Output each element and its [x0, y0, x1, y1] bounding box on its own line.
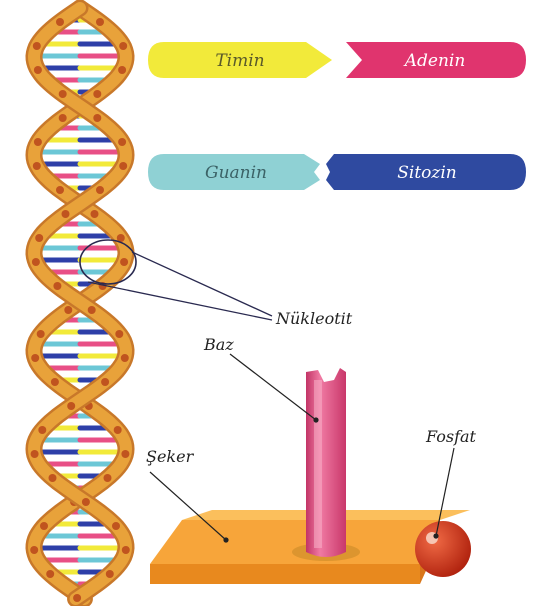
helix-backbone-node: [62, 210, 70, 218]
helix-backbone-node: [33, 42, 41, 50]
helix-backbone-node: [34, 66, 42, 74]
base-label: Baz: [203, 335, 234, 354]
base-callout: Baz: [203, 335, 319, 423]
sugar-pointer-dot: [223, 537, 228, 542]
helix-backbone-node: [73, 594, 81, 602]
helix-backbone-node: [120, 258, 128, 266]
sugar-label: Şeker: [146, 447, 195, 466]
sitozin-label: Sitozin: [397, 163, 457, 183]
helix-backbone-node: [59, 90, 67, 98]
helix-backbone-node: [118, 66, 126, 74]
helix-backbone-node: [40, 522, 48, 530]
helix-backbone-node: [96, 186, 104, 194]
base-pair-timin-adenin: Timin Adenin: [148, 42, 526, 78]
phosphate-label: Fosfat: [425, 427, 477, 446]
phosphate-pointer-dot: [433, 533, 438, 538]
helix-backbone-node: [96, 18, 104, 26]
helix-backbone-node: [56, 186, 64, 194]
helix-backbone-node: [49, 474, 57, 482]
helix-backbone-node: [119, 42, 127, 50]
helix-backbone-node: [91, 210, 99, 218]
helix-backbone-node: [104, 474, 112, 482]
phosphate-ball: [415, 521, 471, 577]
helix-backbone-node: [33, 162, 41, 170]
helix-backbone-node: [51, 378, 59, 386]
helix-backbone-node: [114, 426, 122, 434]
helix-backbone-node: [88, 306, 96, 314]
helix-backbone-node: [31, 354, 39, 362]
nucleotide-label: Nükleotit: [275, 309, 353, 328]
helix-backbone-node: [101, 378, 109, 386]
nucleotide-leader-line-upper: [132, 252, 272, 316]
adenin-label: Adenin: [403, 51, 466, 71]
helix-backbone-node: [115, 330, 123, 338]
base-pair-guanin-sitozin: Guanin Sitozin: [148, 154, 526, 190]
helix-backbone-node: [53, 282, 61, 290]
helix-backbone-node: [31, 450, 39, 458]
helix-backbone-node: [34, 138, 42, 146]
helix-backbone-node: [32, 258, 40, 266]
timin-label: Timin: [215, 51, 264, 71]
helix-backbone-node: [121, 450, 129, 458]
helix-backbone-node: [93, 114, 101, 122]
helix-backbone-node: [106, 570, 114, 578]
base-pointer-dot: [313, 417, 318, 422]
guanin-label: Guanin: [205, 163, 267, 183]
helix-backbone-node: [46, 570, 54, 578]
helix-backbone-node: [112, 522, 120, 530]
helix-backbone-node: [38, 426, 46, 434]
nucleotide-leader-line-lower: [88, 282, 272, 320]
helix-backbone-node: [93, 90, 101, 98]
helix-backbone-node: [64, 306, 72, 314]
helix-backbone-node: [30, 546, 38, 554]
helix-backbone-node: [119, 162, 127, 170]
helix-backbone-node: [37, 330, 45, 338]
helix-backbone-node: [67, 402, 75, 410]
dna-double-helix: [30, 8, 130, 602]
helix-backbone-node: [82, 498, 90, 506]
helix-backbone-node: [118, 138, 126, 146]
helix-backbone-node: [121, 354, 129, 362]
helix-backbone-node: [35, 234, 43, 242]
helix-backbone-node: [122, 546, 130, 554]
helix-backbone-node: [56, 18, 64, 26]
helix-backbone-node: [59, 114, 67, 122]
